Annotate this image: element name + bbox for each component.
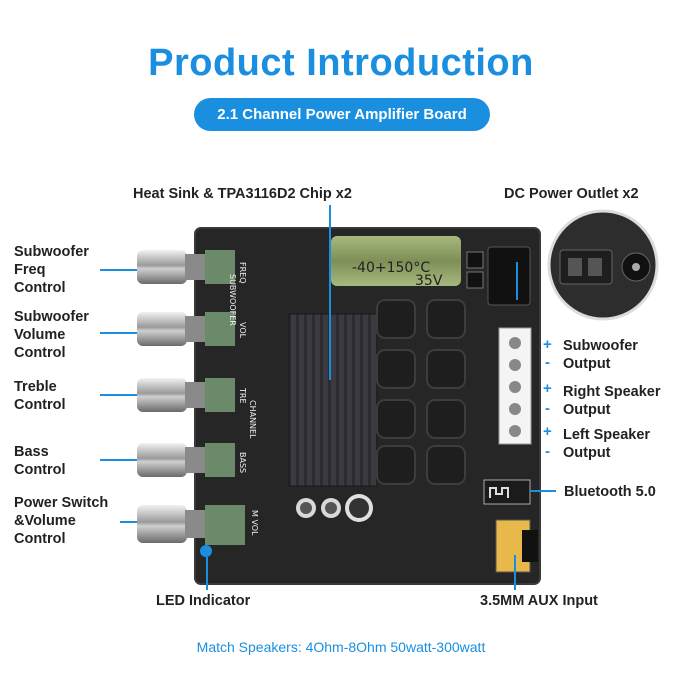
subtitle-badge: 2.1 Channel Power Amplifier Board [194, 98, 490, 131]
bluetooth-label: Bluetooth 5.0 [564, 484, 656, 500]
dc-power-zoom [547, 209, 659, 321]
capacitor-temp-label: -40+150°C [352, 260, 430, 276]
callout-lines [100, 205, 556, 590]
page-title: Product Introduction [148, 42, 534, 84]
heat-sink-label: Heat Sink & TPA3116D2 Chip x2 [133, 186, 352, 202]
silk-freq: FREQ [238, 262, 247, 284]
capacitor-volt-label: 35V [415, 273, 443, 289]
small-capacitors [296, 494, 373, 522]
footer-spec-text: Match Speakers: 4Ohm-8Ohm 50watt-300watt [196, 639, 486, 655]
heat-sink [288, 313, 378, 487]
silk-vol: VOL [238, 322, 247, 339]
dc-jack-on-board [487, 246, 531, 306]
right-plus-sign: + [543, 380, 552, 397]
silk-bass: BASS [238, 452, 247, 473]
led-dot [200, 545, 212, 557]
bluetooth-module [483, 479, 531, 505]
silk-m-vol: M VOL [250, 510, 259, 536]
sub-plus-sign: + [543, 336, 552, 353]
silk-tre: TRE [238, 387, 247, 404]
inductors [376, 299, 466, 485]
potentiometer-knobs [137, 250, 245, 545]
left-minus-sign: - [545, 443, 550, 460]
sub-minus-sign: - [545, 354, 550, 371]
led-indicator-label: LED Indicator [156, 593, 251, 609]
left-plus-sign: + [543, 423, 552, 440]
silk-subwoofer: SUBWOOFER [228, 274, 237, 326]
main-capacitor: -40+150°C 35V [331, 236, 461, 289]
aux-input-label: 3.5MM AUX Input [480, 593, 598, 609]
dc-power-label: DC Power Outlet x2 [504, 186, 639, 202]
right-minus-sign: - [545, 400, 550, 417]
silk-channel: CHANNEL [248, 400, 257, 439]
output-terminals [498, 327, 532, 445]
